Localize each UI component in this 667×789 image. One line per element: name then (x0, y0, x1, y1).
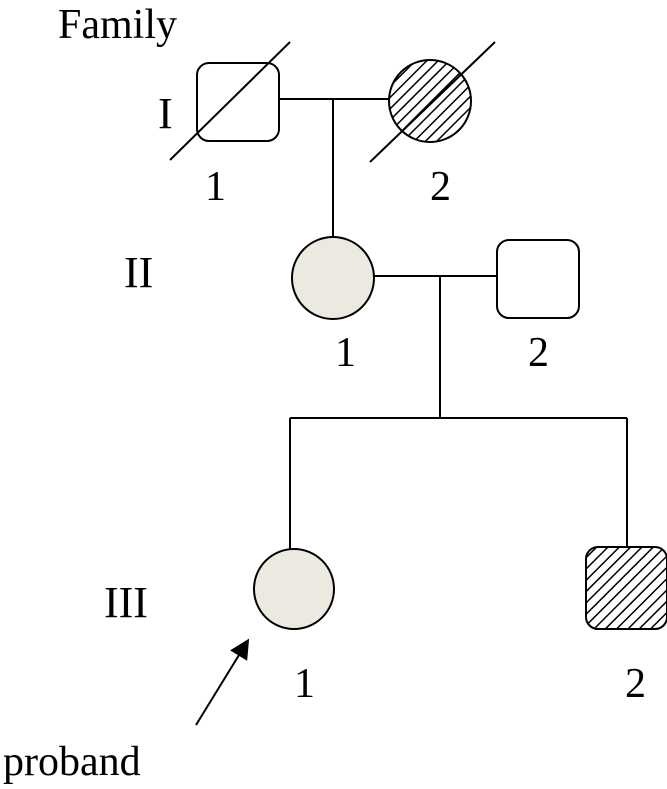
proband-label: proband (3, 739, 141, 785)
generation-label-i: I (158, 89, 173, 138)
deceased-slash (169, 41, 291, 161)
relationship-lines (279, 98, 628, 550)
individual-number: 2 (625, 661, 646, 707)
individual-number: 1 (335, 330, 356, 376)
female-circle-symbol (388, 59, 472, 143)
male-square-symbol (496, 239, 580, 319)
individual-number: 2 (430, 164, 451, 210)
male-square-symbol (196, 62, 280, 142)
male-square-symbol (585, 546, 667, 630)
generation-label-ii: II (124, 248, 153, 297)
individual-i-1: 1 (169, 41, 291, 210)
individual-ii-1: 1 (291, 236, 375, 376)
individual-i-2: 2 (369, 41, 496, 210)
individual-number: 1 (294, 661, 315, 707)
deceased-slash (369, 41, 496, 163)
individual-number: 2 (528, 330, 549, 376)
individual-iii-2: 2 (585, 546, 667, 707)
female-circle-symbol (253, 548, 335, 630)
individual-number: 1 (205, 164, 226, 210)
female-circle-symbol (291, 236, 375, 320)
individual-iii-1: 1 (253, 548, 335, 707)
proband-arrow (195, 638, 250, 726)
diagram-title: Family (58, 2, 177, 48)
generation-label-iii: III (104, 578, 148, 627)
individual-ii-2: 2 (496, 239, 580, 376)
